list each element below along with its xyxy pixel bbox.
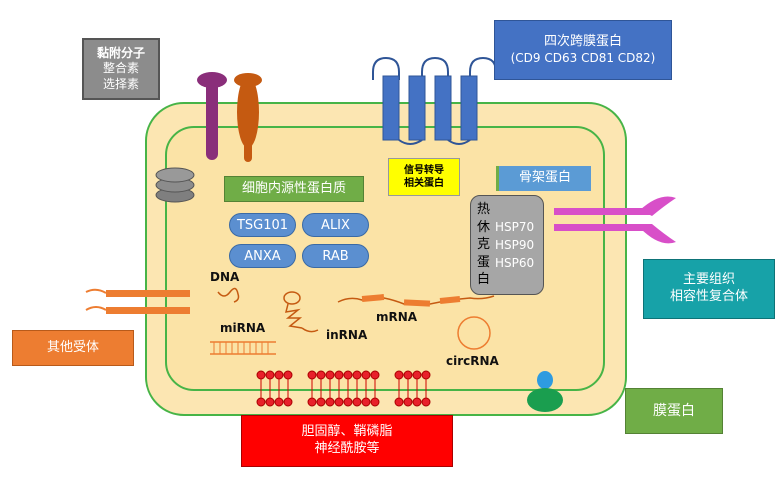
inrna-structure xyxy=(283,291,319,333)
adhesion-line1: 黏附分子 xyxy=(96,45,145,60)
heat-shock-protein-box: 热 休 克 蛋 白 HSP70 HSP90 HSP60 xyxy=(470,195,544,295)
adhesion-line3: 选择素 xyxy=(102,76,139,91)
signal-line2: 相关蛋白 xyxy=(404,178,444,189)
hs-char-1: 热 xyxy=(477,202,491,217)
circrna-structure xyxy=(457,316,491,350)
other-receptor-label: 其他受体 xyxy=(46,339,99,355)
lipid-box: 胆固醇、鞘磷脂 神经酰胺等 xyxy=(241,415,453,467)
endogenous-label: 细胞内源性蛋白质 xyxy=(241,180,346,196)
mrna-structure xyxy=(337,294,495,307)
tetraspanin-line1: 四次跨膜蛋白 xyxy=(543,33,622,49)
dna-strand xyxy=(217,287,240,303)
tetraspanin-line2: (CD9 CD63 CD81 CD82) xyxy=(510,50,656,65)
inrna-label: inRNA xyxy=(326,328,368,342)
lipid-cluster-middle xyxy=(307,370,380,407)
hsp90-label: HSP90 xyxy=(495,238,535,252)
lipid-line1: 胆固醇、鞘磷脂 xyxy=(301,424,393,440)
cytoskeleton-label: 骨架蛋白 xyxy=(518,170,571,186)
tetraspanin-protein xyxy=(372,56,497,145)
circrna-label: circRNA xyxy=(446,354,499,368)
hsp70-label: HSP70 xyxy=(495,220,535,234)
mhc-box: 主要组织 相容性复合体 xyxy=(643,259,775,319)
adhesion-line2: 整合素 xyxy=(102,61,139,76)
mirna-label: miRNA xyxy=(220,321,266,335)
adhesion-molecule-box: 黏附分子 整合素 选择素 xyxy=(82,38,160,100)
pill-tsg101: TSG101 xyxy=(229,213,296,237)
heat-shock-chars: 热 休 克 蛋 白 xyxy=(477,201,490,289)
hs-char-4: 蛋 xyxy=(477,254,491,270)
cytoskeleton-box: 骨架蛋白 xyxy=(496,166,591,191)
pill-anxa: ANXA xyxy=(229,244,296,268)
adhesion-molecules xyxy=(197,72,262,162)
mhc-line2: 相容性复合体 xyxy=(669,289,748,304)
lipid-line2: 神经酰胺等 xyxy=(314,441,380,456)
gray-disc-stack xyxy=(155,167,195,203)
signal-line1: 信号转导 xyxy=(404,165,444,176)
membrane-protein xyxy=(527,371,563,412)
hs-char-2: 休 xyxy=(477,219,491,235)
pill-rab: RAB xyxy=(302,244,369,268)
mirna-structure xyxy=(210,341,276,355)
mhc-line1: 主要组织 xyxy=(682,272,735,288)
other-receptor xyxy=(85,288,190,314)
other-receptor-box: 其他受体 xyxy=(12,330,134,366)
dna-label: DNA xyxy=(210,270,240,284)
hs-char-3: 克 xyxy=(477,237,491,252)
heat-shock-items: HSP70 HSP90 HSP60 xyxy=(495,218,534,272)
pill-alix: ALIX xyxy=(302,213,369,237)
hsp60-label: HSP60 xyxy=(495,256,535,270)
signal-transduction-box: 信号转导 相关蛋白 xyxy=(388,158,460,196)
hs-char-5: 白 xyxy=(477,272,491,287)
membrane-protein-label: 膜蛋白 xyxy=(653,402,695,419)
tetraspanin-box: 四次跨膜蛋白 (CD9 CD63 CD81 CD82) xyxy=(494,20,672,80)
mrna-label: mRNA xyxy=(376,310,418,324)
endogenous-protein-box: 细胞内源性蛋白质 xyxy=(224,176,364,202)
lipid-cluster-left xyxy=(256,370,293,407)
lipid-cluster-right xyxy=(394,370,431,407)
membrane-protein-box: 膜蛋白 xyxy=(625,388,723,434)
mhc-protein xyxy=(554,196,676,244)
